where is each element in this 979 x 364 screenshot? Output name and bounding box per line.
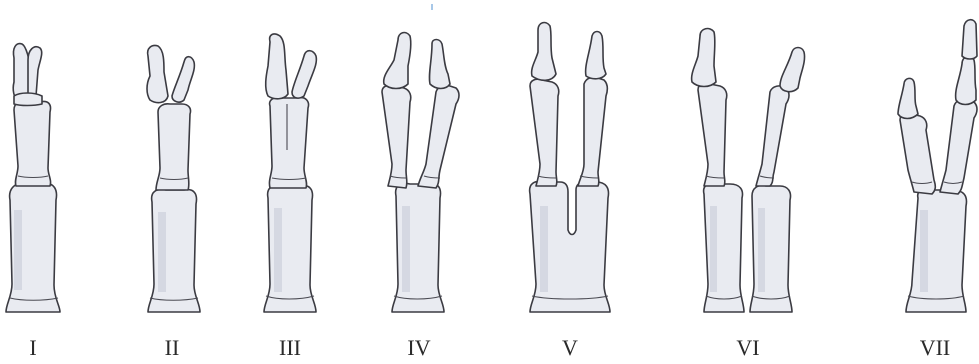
- thumb-type-3: [264, 34, 316, 312]
- thumb-type-5: [530, 23, 610, 312]
- thumb-type-7: [898, 20, 977, 312]
- label-type-4: IV: [407, 335, 430, 360]
- label-type-7: VII: [920, 335, 951, 360]
- thumb-type-1: [6, 44, 60, 312]
- thumb-type-4: [382, 33, 459, 312]
- label-type-2: II: [165, 335, 180, 360]
- label-type-6: VI: [736, 335, 759, 360]
- label-type-1: I: [29, 335, 36, 360]
- label-type-3: III: [279, 335, 301, 360]
- thumb-type-6: [692, 29, 805, 312]
- label-type-5: V: [562, 335, 578, 360]
- thumb-type-2: [147, 45, 200, 312]
